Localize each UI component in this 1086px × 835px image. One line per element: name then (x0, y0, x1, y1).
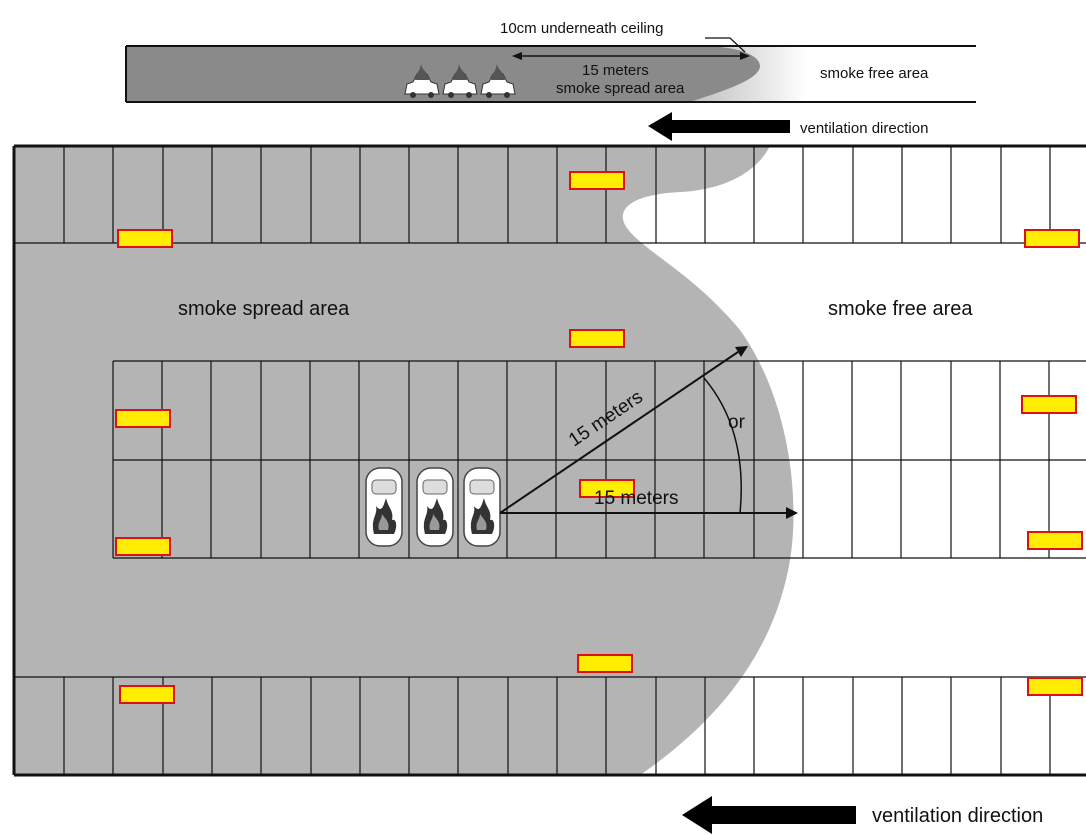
alternative-label: or (728, 412, 746, 433)
parking-row-boundaries (14, 242, 1086, 678)
plan-view: smoke spread area smoke free area 15 met… (12, 144, 1086, 834)
emergency-sign-icon (1021, 395, 1077, 414)
plan-spread-label: smoke spread area (178, 298, 350, 320)
section-burning-car-icon (404, 64, 440, 98)
section-free-label: smoke free area (820, 65, 929, 82)
section-distance-label: 15 meters (582, 62, 649, 79)
emergency-signs (115, 171, 1083, 704)
section-ceiling-leader (705, 37, 746, 53)
emergency-sign-icon (119, 685, 175, 704)
emergency-sign-icon (1027, 677, 1083, 696)
emergency-sign-icon (1024, 229, 1080, 248)
section-spread-label: smoke spread area (556, 80, 685, 97)
section-ventilation-label: ventilation direction (800, 120, 928, 137)
section-smoke-tongue (126, 46, 760, 102)
section-ventilation-arrow-icon (648, 112, 790, 141)
burning-car-icon (365, 467, 403, 547)
emergency-sign-icon (1027, 531, 1083, 550)
emergency-sign-icon (117, 229, 173, 248)
emergency-sign-icon (115, 409, 171, 428)
burning-car-icon (416, 467, 454, 547)
straight-distance-label: 15 meters (594, 488, 678, 509)
section-view: 10cm underneath ceiling 15 meters smoke … (125, 20, 976, 141)
emergency-sign-icon (569, 329, 625, 348)
plan-burning-cars (365, 467, 501, 547)
section-burning-car-icon (442, 64, 478, 98)
plan-ventilation-label: ventilation direction (872, 805, 1043, 827)
burning-car-icon (463, 467, 501, 547)
alternative-angle-arc (703, 377, 742, 514)
emergency-sign-icon (115, 537, 171, 556)
plan-ventilation-arrow-icon (682, 796, 856, 834)
section-burning-car-icon (480, 64, 516, 98)
emergency-sign-icon (569, 171, 625, 190)
plan-free-label: smoke free area (828, 298, 973, 320)
emergency-sign-icon (579, 479, 635, 498)
section-ceiling-label: 10cm underneath ceiling (500, 20, 663, 37)
emergency-sign-icon (577, 654, 633, 673)
section-distance-arrow (512, 52, 750, 60)
diagonal-distance-arrow (499, 346, 748, 514)
